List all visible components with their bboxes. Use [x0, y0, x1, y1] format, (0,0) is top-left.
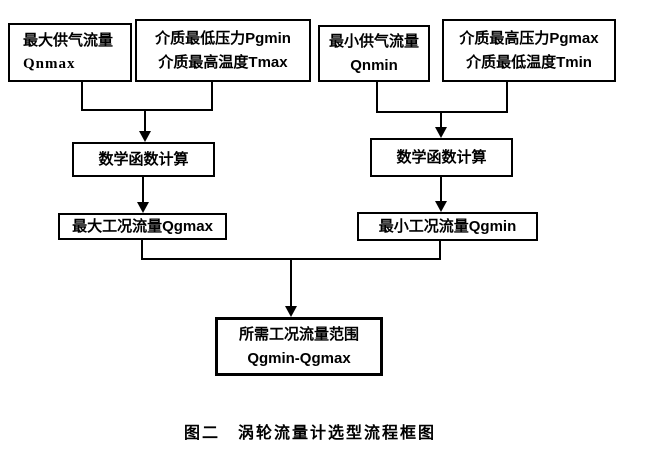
- box-required-flow-range-line1: 所需工况流量范围: [238, 326, 359, 344]
- box-max-working-flow: 最大工况流量Qgmax: [58, 213, 227, 240]
- box-required-flow-range-line2: Qgmin-Qgmax: [247, 349, 351, 367]
- connector-bottom-arrow-stem: [290, 260, 292, 306]
- box-math-calc-right: 数学函数计算: [370, 138, 513, 177]
- connector-bottom-drop1: [141, 240, 143, 260]
- connector-left-drop2: [211, 80, 213, 111]
- box-min-supply-flow-line1: 最小供气流量: [328, 33, 419, 51]
- box-math-calc-left-label: 数学函数计算: [98, 150, 189, 168]
- connector-mathright-to-qgmin: [440, 177, 442, 202]
- box-min-pressure-max-temp: 介质最低压力Pgmin 介质最高温度Tmax: [135, 19, 311, 82]
- connector-right-arrow-stem: [440, 113, 442, 128]
- arrowhead-to-math-right-icon: [435, 127, 447, 138]
- box-max-pressure-line: 介质最高压力Pgmax: [459, 30, 599, 48]
- box-min-supply-flow-line2: Qnmin: [350, 56, 398, 74]
- box-max-supply-flow-line1: 最大供气流量: [23, 32, 114, 50]
- box-min-temp-line: 介质最低温度Tmin: [466, 53, 592, 71]
- connector-left-merge-bar: [81, 109, 213, 111]
- box-math-calc-right-label: 数学函数计算: [396, 148, 487, 166]
- arrowhead-to-qgmax-icon: [137, 202, 149, 213]
- box-max-pressure-min-temp: 介质最高压力Pgmax 介质最低温度Tmin: [442, 19, 616, 82]
- connector-mathleft-to-qgmax: [142, 177, 144, 203]
- box-max-supply-flow-line2: Qnmax: [23, 55, 76, 72]
- connector-right-merge-bar: [376, 111, 508, 113]
- box-max-working-flow-label: 最大工况流量Qgmax: [72, 217, 213, 235]
- connector-right-drop1: [376, 80, 378, 113]
- arrowhead-to-math-left-icon: [139, 131, 151, 142]
- arrowhead-to-result-icon: [285, 306, 297, 317]
- connector-bottom-merge-bar: [141, 258, 441, 260]
- box-min-working-flow: 最小工况流量Qgmin: [357, 212, 538, 241]
- box-max-temp-line: 介质最高温度Tmax: [158, 53, 288, 71]
- connector-bottom-drop2: [439, 241, 441, 260]
- box-math-calc-left: 数学函数计算: [72, 142, 215, 177]
- connector-right-drop2: [506, 80, 508, 113]
- box-required-flow-range: 所需工况流量范围 Qgmin-Qgmax: [215, 317, 383, 376]
- connector-left-arrow-stem: [144, 111, 146, 132]
- box-max-supply-flow: 最大供气流量 Qnmax: [8, 23, 132, 82]
- figure-caption: 图二 涡轮流量计选型流程框图: [183, 425, 436, 442]
- box-min-pressure-line: 介质最低压力Pgmin: [155, 30, 291, 48]
- arrowhead-to-qgmin-icon: [435, 201, 447, 212]
- connector-left-drop1: [81, 80, 83, 111]
- box-min-working-flow-label: 最小工况流量Qgmin: [378, 217, 517, 235]
- box-min-supply-flow: 最小供气流量 Qnmin: [318, 25, 430, 82]
